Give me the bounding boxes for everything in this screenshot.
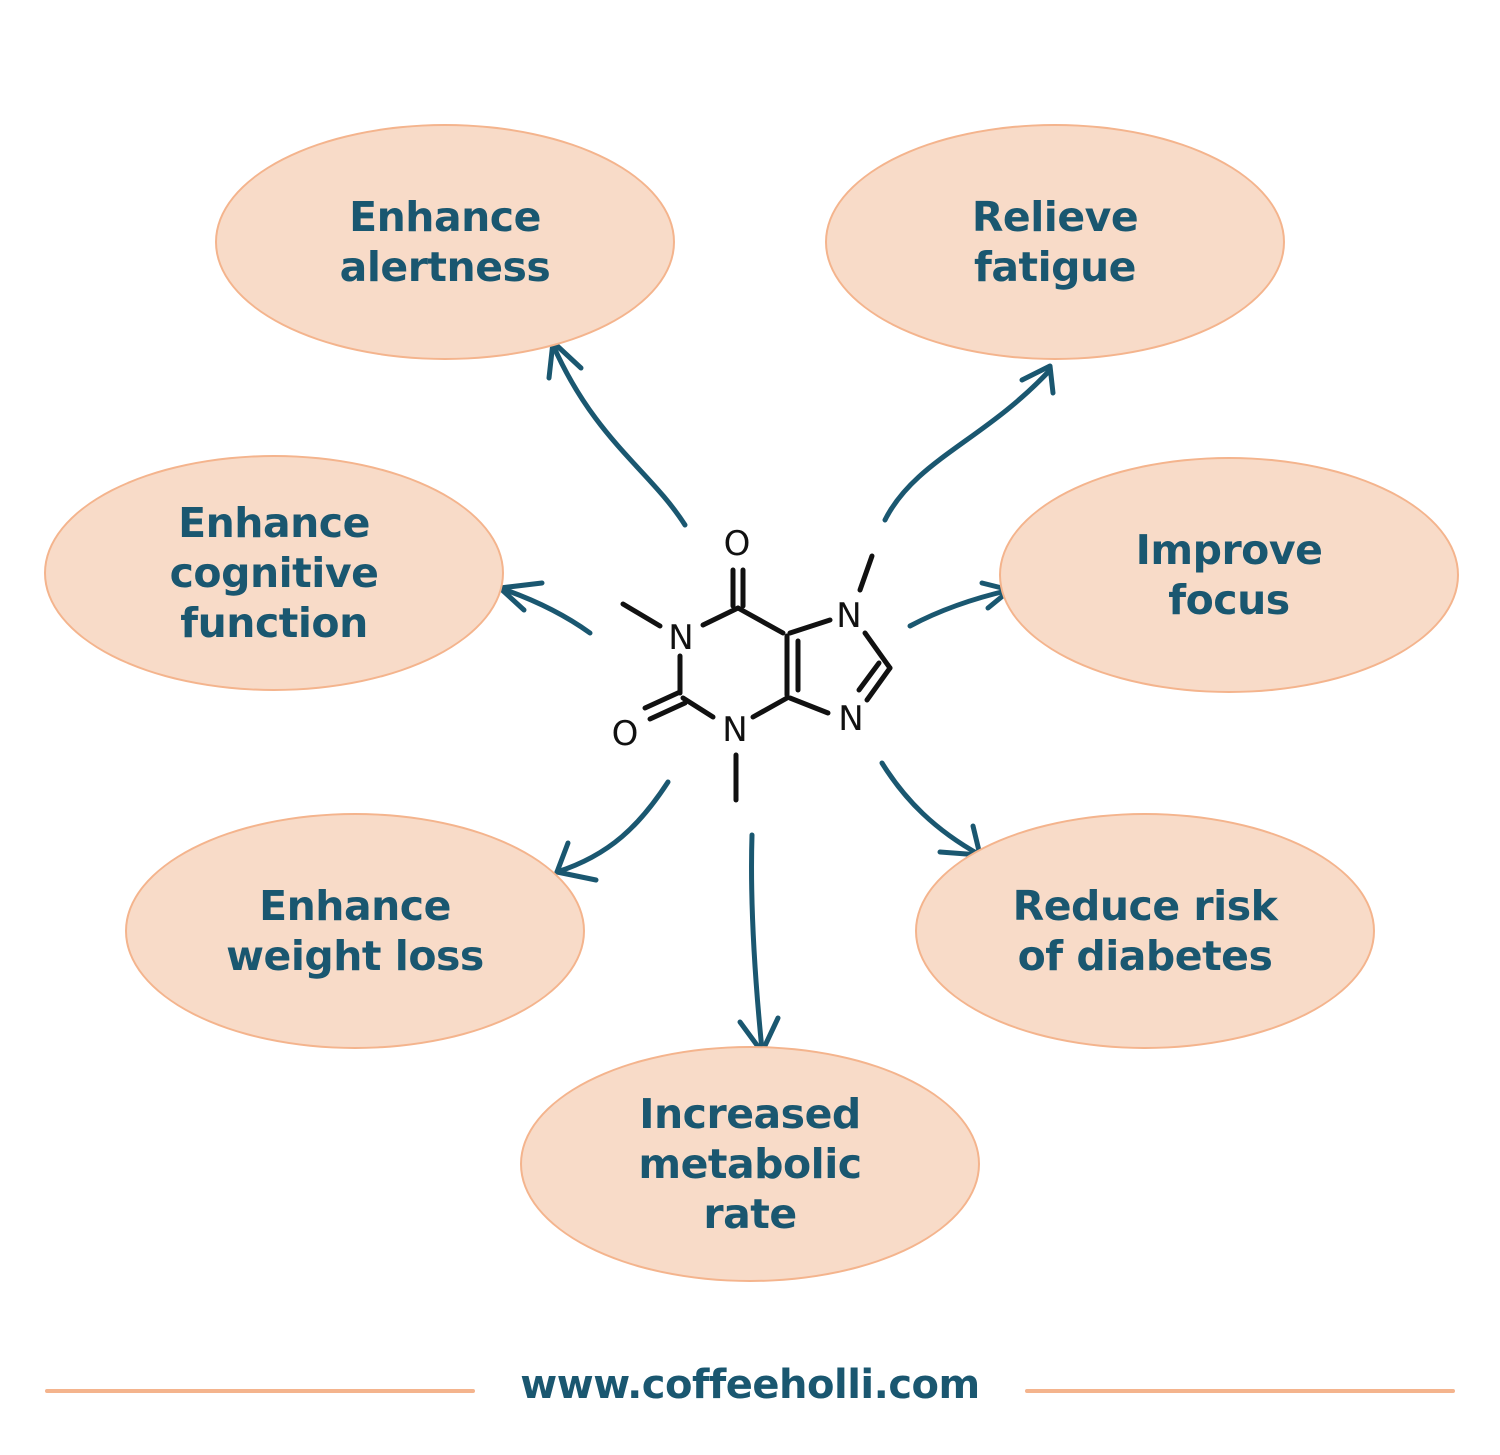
- benefit-label-line: Improve: [1135, 526, 1323, 574]
- benefit-label-line: weight loss: [226, 932, 484, 980]
- atom-nitrogen-1: N: [668, 618, 693, 658]
- benefit-label-line: Reduce risk: [1012, 882, 1278, 930]
- benefit-label: Enhance alertness: [340, 192, 551, 292]
- arrow-to-enhance-weight-loss: [554, 779, 671, 883]
- arrow-to-improve-focus: [907, 580, 1013, 629]
- benefit-label: Increased metabolic rate: [638, 1089, 862, 1239]
- benefit-label-line: of diabetes: [1017, 932, 1273, 980]
- benefit-improve-focus: Improve focus: [999, 457, 1459, 693]
- benefit-label-line: alertness: [339, 243, 551, 291]
- benefit-label-line: fatigue: [973, 243, 1137, 291]
- arrow-to-relieve-fatigue: [882, 363, 1056, 523]
- atom-oxygen-top: O: [724, 524, 751, 564]
- benefit-label-line: focus: [1168, 576, 1290, 624]
- atom-oxygen-left: O: [612, 714, 639, 754]
- arrow-to-reduce-risk-of-diabetes: [879, 760, 983, 858]
- benefit-enhance-alertness: Enhance alertness: [215, 124, 675, 360]
- benefit-label: Improve focus: [1136, 525, 1323, 625]
- arrow-to-increased-metabolic-rate: [737, 832, 781, 1055]
- atom-nitrogen-7: N: [836, 596, 861, 636]
- footer-divider-right: [1025, 1389, 1455, 1393]
- footer-website-url[interactable]: www.coffeeholli.com: [520, 1362, 980, 1408]
- benefit-label-line: rate: [703, 1190, 797, 1238]
- benefit-enhance-weight-loss: Enhance weight loss: [125, 813, 585, 1049]
- arrow-to-enhance-alertness: [546, 339, 688, 528]
- benefit-label-line: Relieve: [971, 193, 1139, 241]
- caffeine-molecule-icon: [620, 553, 893, 803]
- benefit-label-line: cognitive: [169, 549, 379, 597]
- benefit-label-line: Enhance: [259, 882, 451, 930]
- benefit-label-line: function: [180, 599, 368, 647]
- benefit-label: Enhance cognitive function: [170, 498, 379, 648]
- benefit-relieve-fatigue: Relieve fatigue: [825, 124, 1285, 360]
- benefit-increased-metabolic-rate: Increased metabolic rate: [520, 1046, 980, 1282]
- molecule-atom-labels: O N N N N O: [612, 524, 864, 754]
- atom-nitrogen-3: N: [722, 710, 747, 750]
- benefit-enhance-cognitive-function: Enhance cognitive function: [44, 455, 504, 691]
- benefit-reduce-risk-of-diabetes: Reduce risk of diabetes: [915, 813, 1375, 1049]
- footer-divider-left: [45, 1389, 475, 1393]
- arrow-to-enhance-cognitive-function: [497, 580, 593, 636]
- benefit-label-line: metabolic: [638, 1140, 862, 1188]
- benefit-label: Relieve fatigue: [971, 192, 1139, 292]
- atom-nitrogen-9: N: [838, 699, 863, 739]
- benefit-label-line: Enhance: [349, 193, 541, 241]
- benefit-label: Enhance weight loss: [226, 881, 484, 981]
- benefit-label-line: Enhance: [178, 499, 370, 547]
- benefit-label-line: Increased: [639, 1090, 861, 1138]
- benefit-label: Reduce risk of diabetes: [1013, 881, 1278, 981]
